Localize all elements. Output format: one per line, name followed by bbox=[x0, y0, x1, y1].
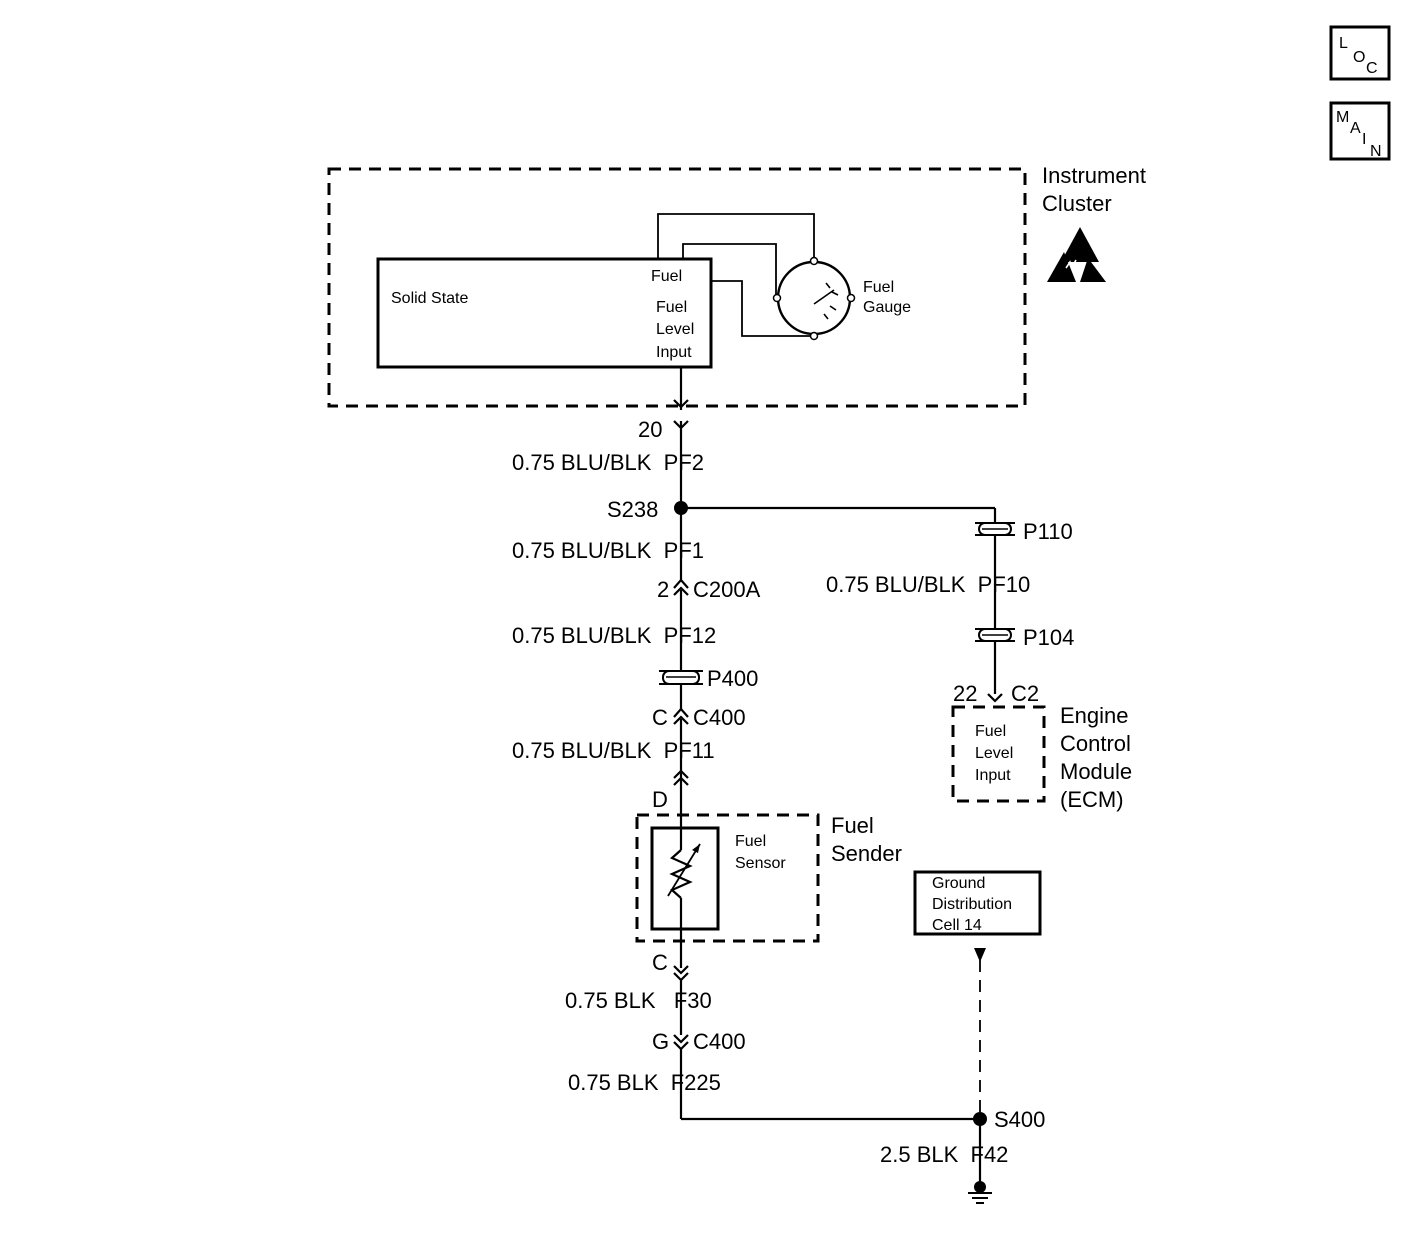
fuel-gauge-label-1: Fuel bbox=[863, 279, 894, 296]
ground-circuit: C 0.75 BLK F30 G C400 0.75 BLK F225 S400… bbox=[565, 948, 1045, 1204]
ground-distribution-arrow-icon bbox=[974, 948, 986, 962]
wire-pf1-label: 0.75 BLU/BLK PF1 bbox=[512, 538, 704, 563]
connector-c-lower-icon bbox=[673, 965, 689, 982]
pass-through-p104-icon bbox=[975, 628, 1015, 642]
solid-state-module bbox=[376, 257, 713, 369]
fuel-sensor-box bbox=[650, 826, 720, 931]
pass-through-p110-icon bbox=[975, 522, 1015, 536]
ecm-title-3: Module bbox=[1060, 759, 1132, 784]
main-letter-m: M bbox=[1336, 109, 1349, 126]
ecm-input-label-3: Input bbox=[975, 767, 1011, 784]
main-button[interactable]: M A I N bbox=[1329, 101, 1391, 161]
connector-d-icon bbox=[673, 769, 689, 786]
instrument-cluster-title-1: Instrument bbox=[1042, 163, 1146, 188]
main-letter-i: I bbox=[1362, 131, 1366, 148]
ground-ref-line-1: Ground bbox=[932, 875, 985, 892]
loc-letter-o: O bbox=[1353, 49, 1365, 66]
ecm-branch: P110 0.75 BLU/BLK PF10 P104 22 C2 Fuel L… bbox=[681, 506, 1132, 812]
fuel-sender-title-1: Fuel bbox=[831, 813, 874, 838]
connector-ecm-c2-icon bbox=[987, 693, 1003, 703]
wire-f225-label: 0.75 BLK F225 bbox=[568, 1070, 721, 1095]
fuel-output-label: Fuel bbox=[651, 268, 682, 285]
ground-icon bbox=[968, 1181, 992, 1204]
ground-ref-line-3: Cell 14 bbox=[932, 917, 982, 934]
fuel-sender-title-2: Sender bbox=[831, 841, 902, 866]
p400-label: P400 bbox=[707, 666, 758, 691]
ecm-title-4: (ECM) bbox=[1060, 787, 1124, 812]
ecm-title-2: Control bbox=[1060, 731, 1131, 756]
ecm-input-label-2: Level bbox=[975, 745, 1013, 762]
fuel-sensor-label-1: Fuel bbox=[735, 833, 766, 850]
connector-c400-lower-icon bbox=[673, 1034, 689, 1051]
instrument-cluster-border bbox=[327, 167, 1027, 408]
p110-label: P110 bbox=[1023, 519, 1073, 544]
fuel-level-input-label-2: Level bbox=[656, 321, 694, 338]
wire-pf10-label: 0.75 BLU/BLK PF10 bbox=[826, 572, 1030, 597]
fuel-gauge-label-2: Gauge bbox=[863, 299, 911, 316]
c400-label: C400 bbox=[693, 705, 746, 730]
splice-s400-label: S400 bbox=[994, 1107, 1045, 1132]
pin-20-label: 20 bbox=[638, 417, 662, 442]
pin-c-lower-label: C bbox=[652, 950, 668, 975]
instrument-cluster: Instrument Cluster Solid State Fuel Fuel… bbox=[327, 163, 1146, 408]
p104-label: P104 bbox=[1023, 625, 1074, 650]
loc-letter-l: L bbox=[1339, 35, 1348, 52]
solid-state-label: Solid State bbox=[391, 290, 468, 307]
esd-warning-icon bbox=[1047, 227, 1106, 282]
ecm-input-label-1: Fuel bbox=[975, 723, 1006, 740]
connector-c200a-icon bbox=[673, 578, 689, 596]
ground-distribution-cell-14-link[interactable]: Ground Distribution Cell 14 bbox=[913, 870, 1042, 936]
instrument-cluster-title-2: Cluster bbox=[1042, 191, 1112, 216]
main-letter-a: A bbox=[1350, 120, 1361, 137]
c400-pin-g-label: G bbox=[652, 1029, 669, 1054]
main-letter-n: N bbox=[1370, 143, 1382, 160]
wire-pf2-label: 0.75 BLU/BLK PF2 bbox=[512, 450, 704, 475]
ecm-c2-label: C2 bbox=[1011, 681, 1039, 706]
main-circuit: 20 0.75 BLU/BLK PF2 S238 0.75 BLU/BLK PF… bbox=[512, 367, 761, 812]
ecm-border bbox=[951, 705, 1046, 803]
gauge-wire-bottom bbox=[711, 280, 812, 337]
loc-letter-c: C bbox=[1366, 60, 1378, 77]
fuel-gauge-icon bbox=[772, 256, 856, 341]
variable-resistor-icon bbox=[667, 843, 701, 899]
fuel-sender: Fuel Sender Fuel Sensor bbox=[635, 790, 902, 968]
fuel-level-input-label-3: Input bbox=[656, 344, 692, 361]
c200a-label: C200A bbox=[693, 577, 761, 602]
pin-d-label: D bbox=[652, 787, 668, 812]
fuel-sensor-label-2: Sensor bbox=[735, 855, 786, 872]
connector-c400-icon bbox=[673, 707, 689, 725]
splice-s238-label: S238 bbox=[607, 497, 658, 522]
pass-through-p400-icon bbox=[659, 670, 703, 685]
ground-ref-line-2: Distribution bbox=[932, 896, 1012, 913]
fuel-sender-border bbox=[635, 813, 820, 943]
fuel-level-input-label-1: Fuel bbox=[656, 299, 687, 316]
loc-button[interactable]: L O C bbox=[1329, 25, 1391, 81]
ecm-title-1: Engine bbox=[1060, 703, 1129, 728]
wire-pf11-label: 0.75 BLU/BLK PF11 bbox=[512, 738, 715, 763]
wire-f30-label: 0.75 BLK F30 bbox=[565, 988, 712, 1013]
gauge-wire-left bbox=[682, 243, 777, 297]
gauge-wire-top bbox=[657, 213, 815, 260]
wire-f42-label: 2.5 BLK F42 bbox=[880, 1142, 1008, 1167]
c200a-pin-label: 2 bbox=[657, 577, 669, 602]
c400-pin-c-label: C bbox=[652, 705, 668, 730]
c400-lower-label: C400 bbox=[693, 1029, 746, 1054]
ecm-pin-22-label: 22 bbox=[953, 681, 977, 706]
wire-pf12-label: 0.75 BLU/BLK PF12 bbox=[512, 623, 716, 648]
